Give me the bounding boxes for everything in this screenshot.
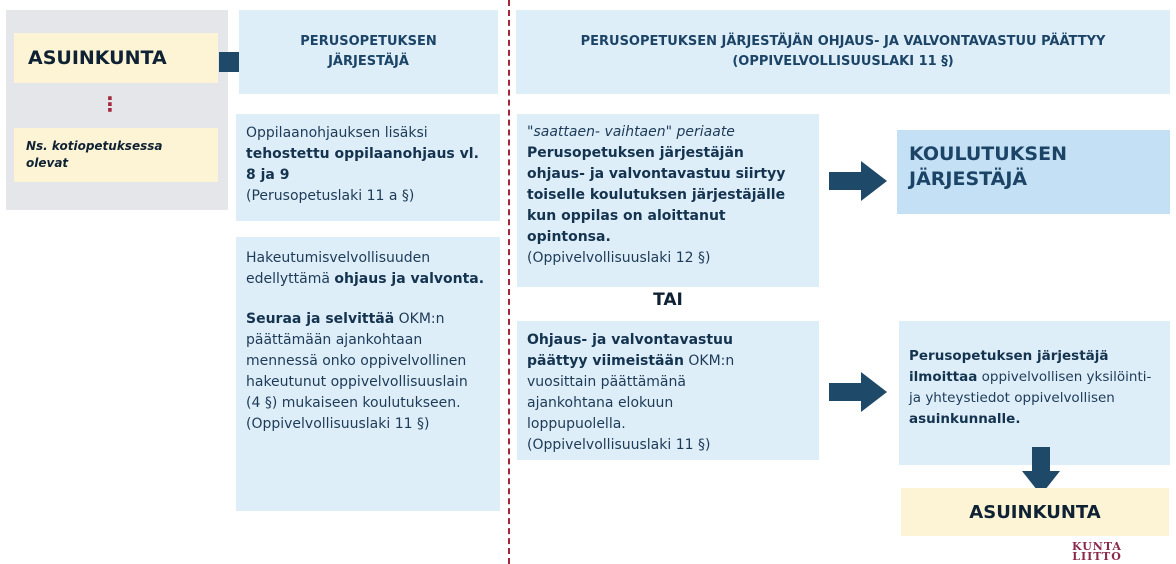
saattaen-bold: Perusopetuksen järjestäjän ohjaus- ja va… bbox=[527, 145, 786, 245]
middle-box2-p2-text: OKM:n päättämään ajankohtaan mennessä on… bbox=[246, 311, 468, 432]
logo-line-2: LIITTO bbox=[1072, 550, 1122, 563]
ilmoittaa-box: Perusopetuksen järjestäjä ilmoittaa oppi… bbox=[899, 321, 1170, 465]
koulutuksen-jarjestaja-label: KOULUTUKSEN JÄRJESTÄJÄ bbox=[909, 143, 1067, 190]
saattaen-ref: (Oppivelvollisuuslaki 12 §) bbox=[527, 250, 711, 266]
middle-box1-ref: (Perusopetuslaki 11 a §) bbox=[246, 188, 415, 204]
kuntaliitto-logo: KUNTA LIITTO bbox=[1062, 540, 1132, 564]
right-header: PERUSOPETUKSEN JÄRJESTÄJÄN OHJAUS- JA VA… bbox=[516, 10, 1170, 94]
middle-box2-p1-text: Hakeutumisvelvollisuuden edellyttämä bbox=[246, 250, 431, 287]
arrow-down-icon bbox=[1022, 447, 1060, 495]
ilmoittaa-text: oppivelvollisen yksilöinti- ja yhteystie… bbox=[909, 369, 1152, 406]
logo-line-1: KUNTA bbox=[1072, 540, 1122, 553]
tai-label: TAI bbox=[653, 290, 683, 310]
ilmoittaa-bold-1: Perusopetuksen järjestäjä ilmoittaa bbox=[909, 348, 1109, 385]
right-header-label: PERUSOPETUKSEN JÄRJESTÄJÄN OHJAUS- JA VA… bbox=[580, 34, 1106, 69]
asuinkunta-bottom-label: ASUINKUNTA bbox=[969, 501, 1101, 523]
arrow-right-icon bbox=[829, 372, 887, 412]
middle-box2-p2-bold: Seuraa ja selvittää bbox=[246, 311, 395, 327]
dashed-divider bbox=[508, 0, 510, 564]
saattaen-italic: "saattaen- vaihtaen" periaate bbox=[527, 124, 735, 140]
ilmoittaa-bold-2: asuinkunnalle. bbox=[909, 411, 1021, 427]
middle-header-label: PERUSOPETUKSEN JÄRJESTÄJÄ bbox=[300, 34, 437, 69]
middle-box1-bold: tehostettu oppilaanohjaus vl. 8 ja 9 bbox=[246, 146, 479, 183]
asuinkunta-top-box: ASUINKUNTA bbox=[14, 33, 218, 83]
paattyy-text: OKM:n vuosittain päättämänä ajankohtana … bbox=[527, 353, 735, 453]
kotiopetus-box: Ns. kotiopetuksessa olevat bbox=[14, 128, 218, 182]
vertical-dots: ⋮ bbox=[100, 92, 120, 116]
middle-box-1: Oppilaanohjauksen lisäksi tehostettu opp… bbox=[236, 114, 500, 221]
kotiopetus-label: Ns. kotiopetuksessa olevat bbox=[26, 139, 163, 170]
asuinkunta-top-label: ASUINKUNTA bbox=[28, 47, 167, 69]
middle-header: PERUSOPETUKSEN JÄRJESTÄJÄ bbox=[239, 10, 498, 94]
middle-box-2: Hakeutumisvelvollisuuden edellyttämä ohj… bbox=[236, 237, 500, 511]
arrow-right-icon bbox=[829, 161, 887, 201]
middle-box1-line1: Oppilaanohjauksen lisäksi bbox=[246, 125, 428, 141]
saattaen-box: "saattaen- vaihtaen" periaate Perusopetu… bbox=[517, 114, 819, 287]
paattyy-bold: Ohjaus- ja valvontavastuu päättyy viimei… bbox=[527, 332, 733, 369]
middle-box2-p1-bold: ohjaus ja valvonta. bbox=[334, 271, 485, 287]
asuinkunta-bottom-box: ASUINKUNTA bbox=[901, 488, 1169, 536]
paattyy-box: Ohjaus- ja valvontavastuu päättyy viimei… bbox=[517, 321, 819, 460]
koulutuksen-jarjestaja-box: KOULUTUKSEN JÄRJESTÄJÄ bbox=[897, 130, 1170, 214]
